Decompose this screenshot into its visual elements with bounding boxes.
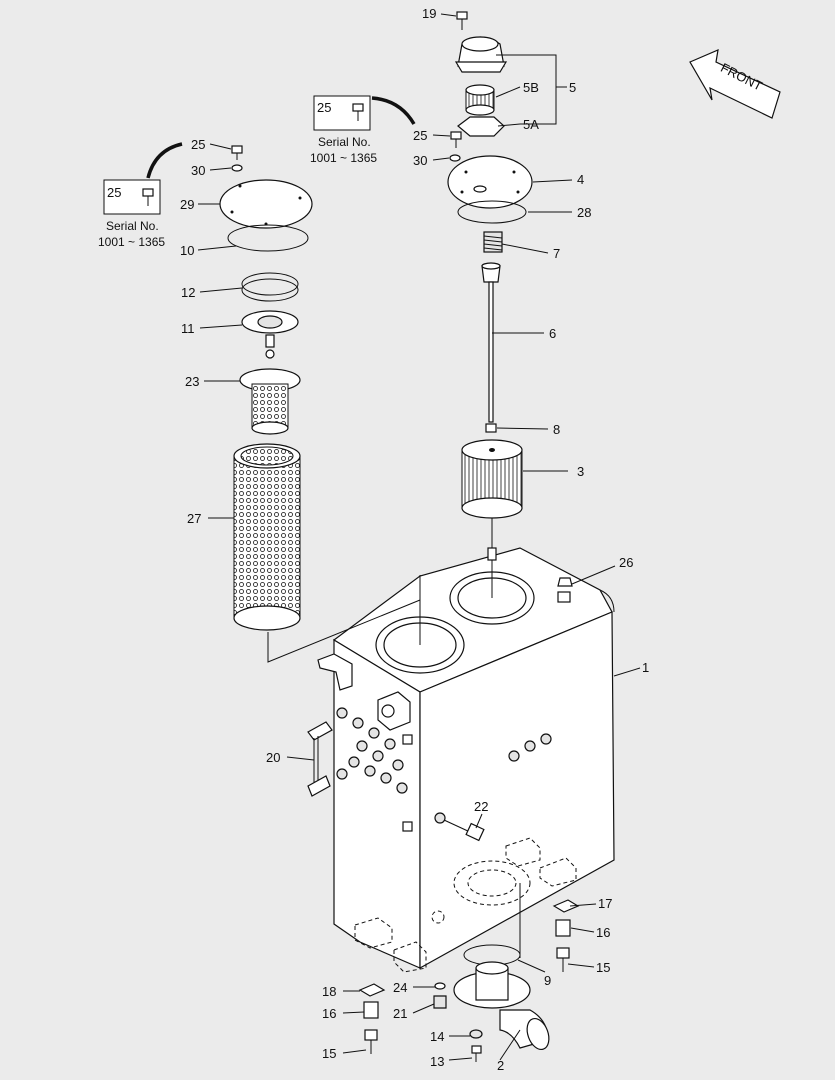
level-gauge [307,721,333,797]
callout-27: 27 [187,511,201,526]
filter-cap [454,36,508,73]
callout-30-right: 30 [413,153,427,168]
nut-8 [485,423,497,433]
callout-16-right: 16 [596,925,610,940]
callout-5b: 5B [523,80,539,95]
valve-11 [241,310,299,359]
callout-11: 11 [181,321,195,336]
callout-24: 24 [393,980,407,995]
serial-note-top-line1: Serial No. [318,135,371,149]
callout-23: 23 [185,374,199,389]
drain-plug-hardware [433,982,483,1062]
callout-9: 9 [544,973,551,988]
bolt-washer-left [231,145,243,172]
leader-lines [197,13,641,1061]
mount-hardware-right [552,899,580,972]
serial-note-left-part: 25 [107,185,121,200]
callout-12: 12 [181,285,195,300]
callout-17: 17 [598,896,612,911]
callout-28: 28 [577,205,591,220]
cover-29 [219,179,313,229]
return-filter-3 [461,439,523,519]
callout-14: 14 [430,1029,444,1044]
spring-7 [483,231,503,253]
callout-7: 7 [553,246,560,261]
serial-note-left: 25 Serial No. 1001 ~ 1365 [98,142,183,249]
callout-5a: 5A [523,117,539,132]
callout-20: 20 [266,750,280,765]
serial-note-left-line1: Serial No. [106,219,159,233]
callout-13: 13 [430,1054,444,1069]
suction-elbow-2 [453,961,550,1051]
callout-22: 22 [474,799,488,814]
callout-3: 3 [577,464,584,479]
callout-30-left: 30 [191,163,205,178]
callout-8: 8 [553,422,560,437]
gasket-5a [457,116,505,137]
serial-note-top-line2: 1001 ~ 1365 [310,151,377,165]
suction-filter-27 [233,443,301,631]
callout-5: 5 [569,80,576,95]
fitting-stub [487,547,497,561]
serial-note-top: 25 Serial No. 1001 ~ 1365 [310,95,416,165]
callout-4: 4 [577,172,584,187]
tank-cover-4 [447,155,533,209]
serial-note-top-part: 25 [317,100,331,115]
callout-10: 10 [180,243,194,258]
bolt-19 [456,11,468,30]
o-ring-28 [457,200,527,224]
o-ring-10 [227,224,309,252]
callout-2: 2 [497,1058,504,1073]
snap-ring-12 [241,272,299,302]
bolt-washer-right [449,131,462,162]
rod-6 [481,262,501,423]
callout-16-left: 16 [322,1006,336,1021]
strainer-23 [239,368,301,435]
callout-29: 29 [180,197,194,212]
callout-15-left: 15 [322,1046,336,1061]
callout-25-left: 25 [191,137,205,152]
callout-18: 18 [322,984,336,999]
filter-element-5b [465,84,495,116]
callout-19: 19 [422,6,436,21]
mount-hardware-left [358,983,386,1054]
callout-21: 21 [393,1006,407,1021]
callout-25-right: 25 [413,128,427,143]
callout-labels: 19 5B 5 5A 25 30 4 28 7 6 8 3 25 30 29 1… [180,6,649,1073]
callout-26: 26 [619,555,633,570]
callout-1: 1 [642,660,649,675]
serial-note-left-line2: 1001 ~ 1365 [98,235,165,249]
callout-6: 6 [549,326,556,341]
callout-15-right: 15 [596,960,610,975]
side-port-fittings [336,707,413,832]
temperature-sensor [434,812,485,842]
front-arrow-icon: FRONT [689,49,781,119]
hydraulic-tank [267,515,615,973]
